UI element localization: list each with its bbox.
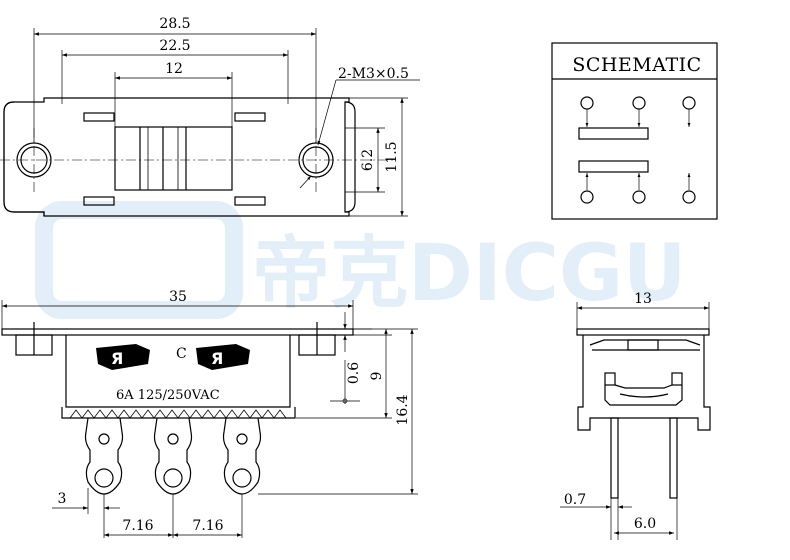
ul-logo: Я [196, 344, 250, 370]
watermark: 帝克DICGU [35, 201, 686, 319]
top-slot [83, 112, 115, 122]
dim-front-length: 35 [169, 289, 187, 305]
dim-overall-length: 28.5 [159, 16, 190, 32]
dim-mount-hole: 2-M3×0.5 [338, 66, 409, 82]
solder-lug [84, 417, 124, 495]
dim-flange-thickness: 0.6 [346, 362, 362, 384]
side-pin [669, 417, 678, 499]
front-body [65, 335, 291, 408]
solder-lug [222, 417, 262, 495]
side-flange [576, 328, 710, 336]
dim-body-width: 12 [165, 61, 183, 77]
dim-inner-height: 6.2 [360, 149, 376, 171]
side-view: 13 0.7 6.0 [560, 291, 711, 540]
dim-pin-spacing: 6.0 [634, 516, 656, 532]
dim-pitch-left: 7.16 [122, 518, 153, 534]
watermark-text: 帝克DICGU [252, 229, 686, 319]
front-flange [1, 328, 354, 336]
side-body [577, 335, 711, 431]
ul-logo: Я [96, 344, 150, 370]
svg-text:Я: Я [111, 349, 123, 368]
dim-pin-width: 0.7 [564, 492, 586, 508]
schematic: SCHEMATIC [551, 42, 718, 220]
schematic-contact-bar [578, 127, 649, 140]
top-slot [234, 196, 266, 206]
marking-c: C [176, 346, 187, 362]
dim-outer-height: 11.5 [384, 141, 400, 172]
schematic-title: SCHEMATIC [572, 54, 701, 76]
top-view: 28.5 22.5 12 2-M3×0.5 6.2 11.5 [0, 16, 420, 217]
dim-body-height: 9 [369, 372, 385, 381]
solder-lug [153, 417, 193, 495]
schematic-frame [551, 42, 718, 220]
dim-hole-spacing: 22.5 [159, 38, 190, 54]
dim-total-height: 16.4 [395, 394, 411, 425]
dim-pin-offset: 3 [58, 491, 67, 507]
schematic-contact-bar [578, 160, 649, 173]
side-pin [610, 417, 619, 499]
dim-side-width: 13 [634, 291, 652, 307]
dim-pitch-right: 7.16 [192, 518, 223, 534]
rating-text: 6A 125/250VAC [116, 388, 220, 403]
front-view: Я Я C 6A 125/250VAC 35 [1, 289, 418, 538]
svg-text:Я: Я [211, 349, 223, 368]
top-slot [83, 196, 115, 206]
top-slot [234, 112, 266, 122]
top-body [114, 126, 233, 191]
top-plate-outline [3, 97, 350, 217]
